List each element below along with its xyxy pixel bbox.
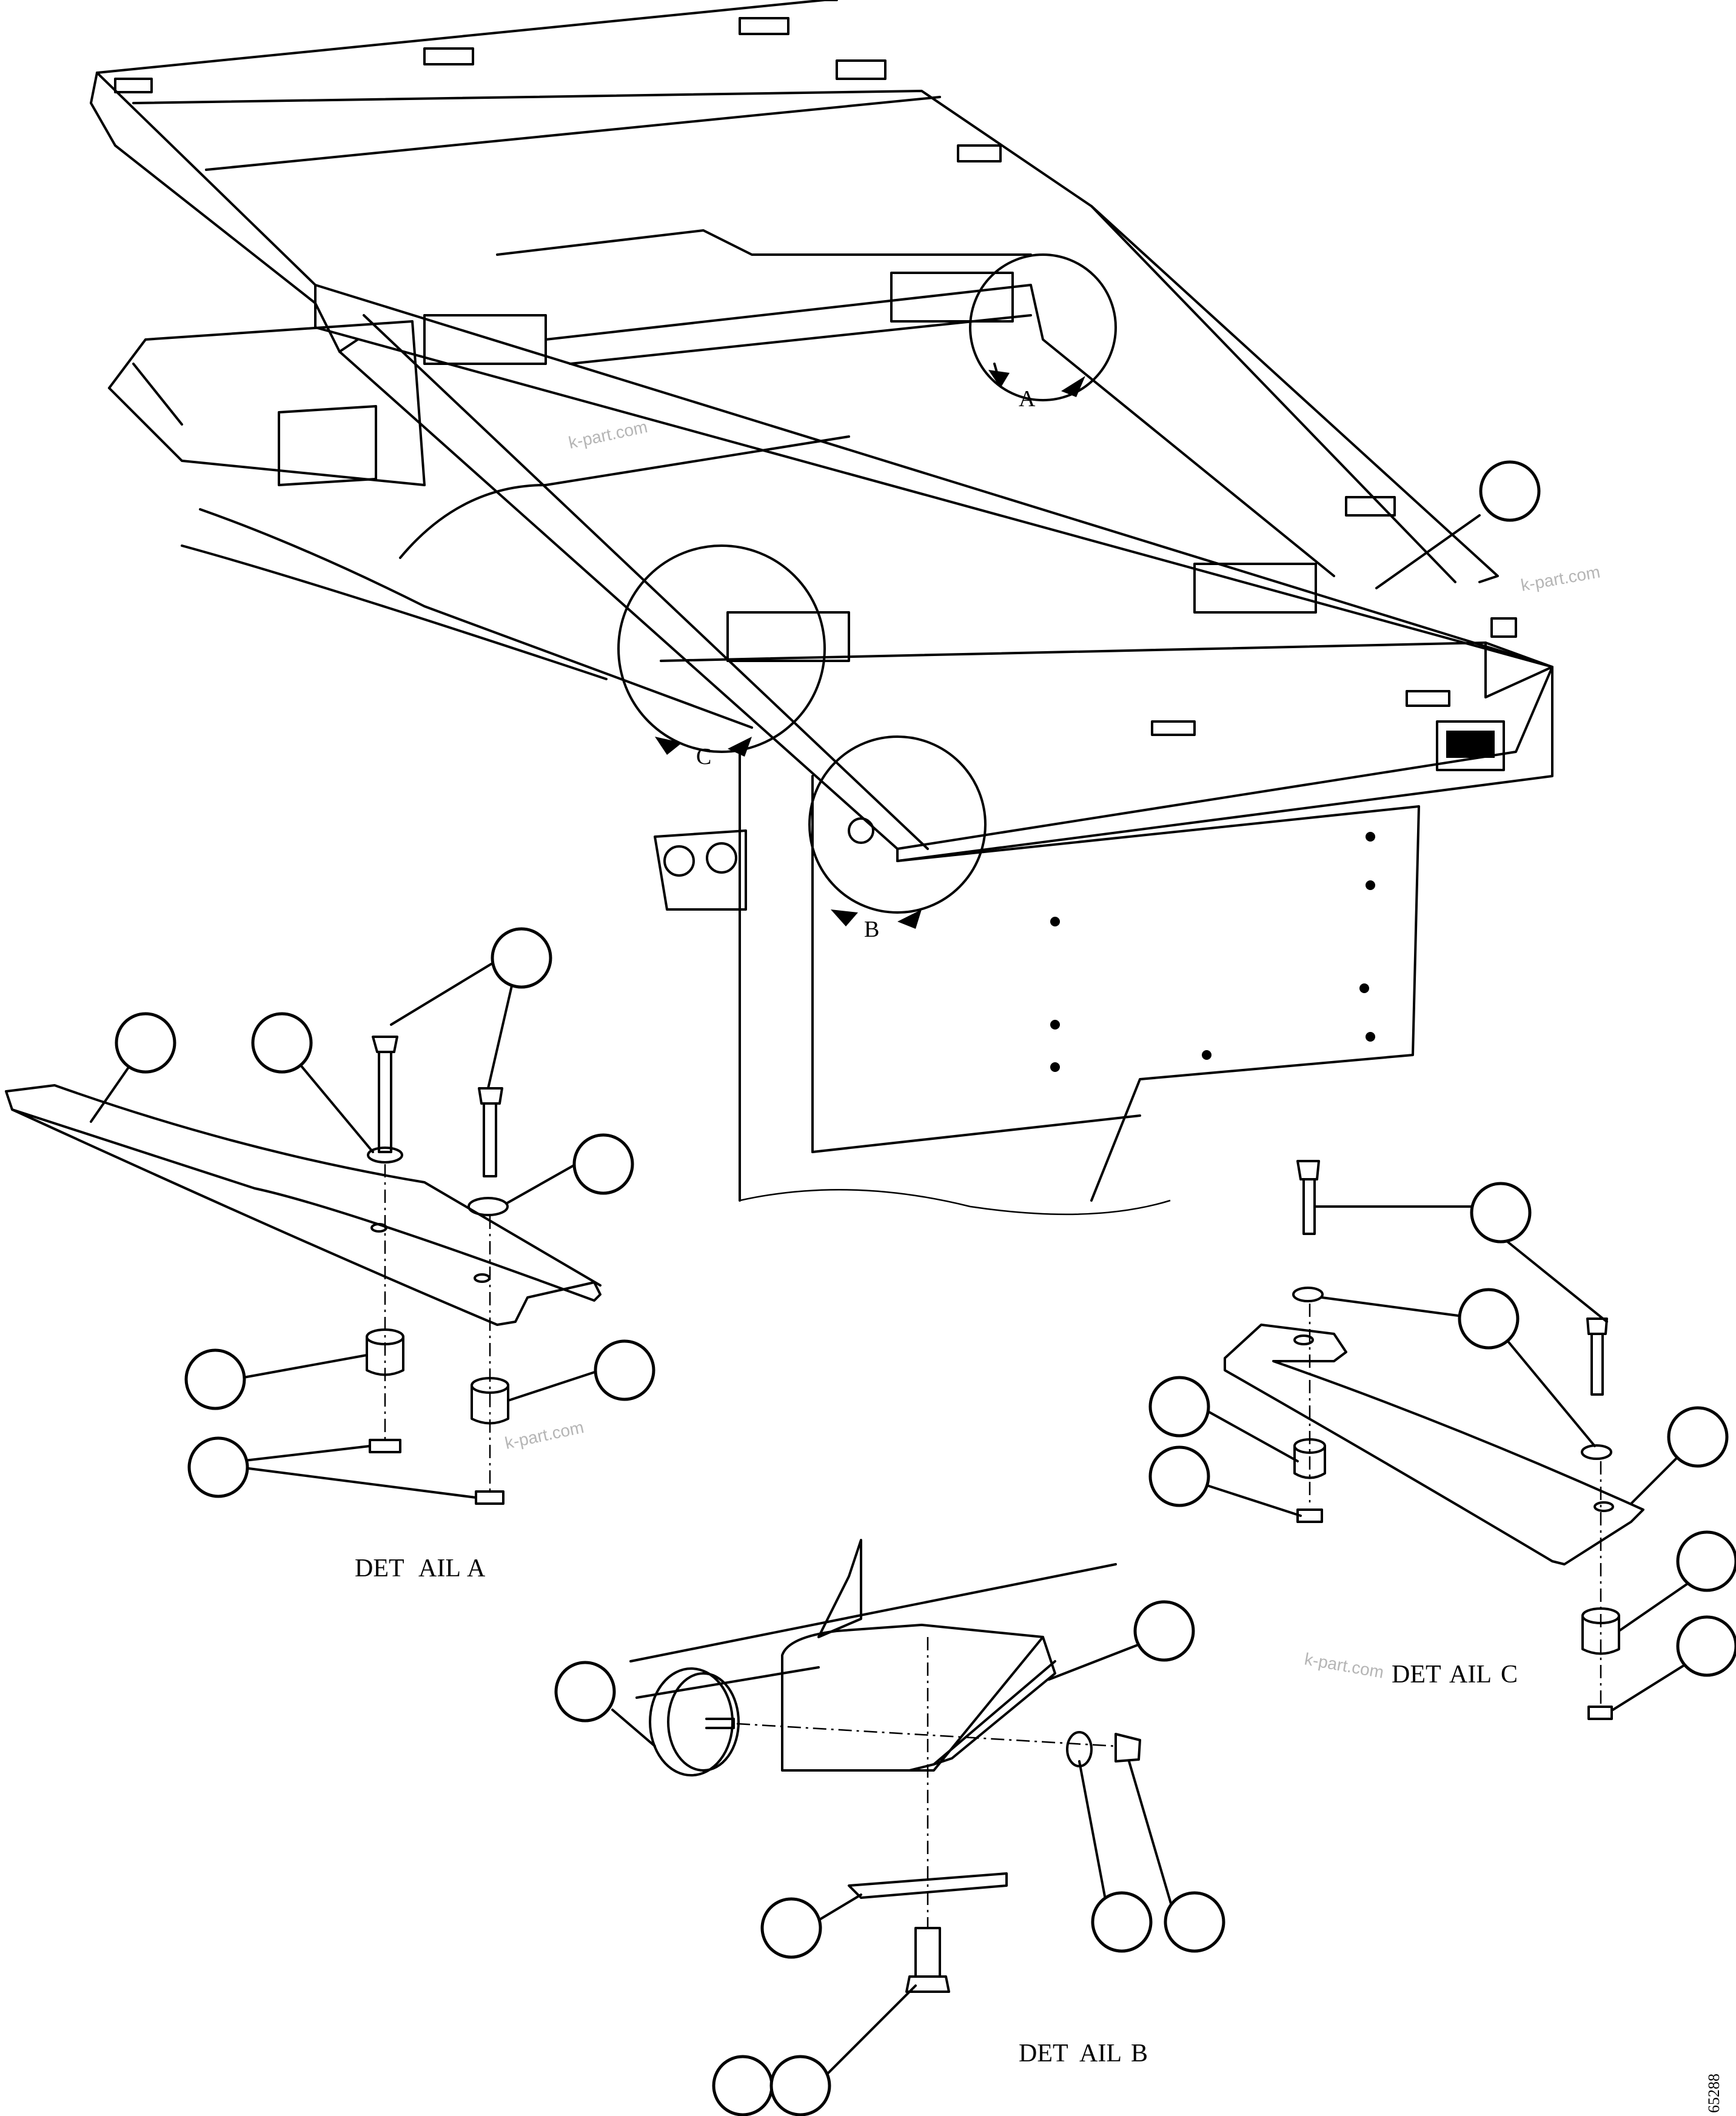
detail-a-title-det: DET: [355, 1555, 404, 1582]
detail-c-title-det: DET: [1392, 1661, 1441, 1689]
watermark-2: k-part.com: [1520, 562, 1602, 594]
detail-a-title-ail: AIL: [418, 1555, 461, 1582]
detail-b-title-det: DET: [1019, 2040, 1068, 2067]
detail-b-title-letter: B: [1131, 2040, 1148, 2067]
detail-b-exploded-view: DET AIL B: [554, 1539, 1225, 2116]
detail-circle-c: C: [617, 544, 826, 769]
detail-c-title-ail: AIL: [1449, 1661, 1492, 1689]
detail-b-title-ail: AIL: [1079, 2040, 1122, 2067]
watermark-3: k-part.com: [503, 1418, 586, 1453]
main-assembly-callout: [1375, 460, 1541, 589]
detail-c-exploded-view: DET AIL C: [1148, 1160, 1736, 1720]
detail-c-label: C: [696, 744, 711, 769]
drawing-number: 65288: [1705, 2074, 1723, 2113]
detail-c-title-letter: C: [1501, 1661, 1518, 1689]
roof-frame-assembly: [90, 0, 1553, 1216]
detail-a-label: A: [1019, 386, 1036, 412]
detail-circle-b: B: [808, 735, 987, 942]
watermark-1: k-part.com: [567, 417, 649, 452]
detail-circle-a: A: [969, 253, 1117, 412]
detail-b-label: B: [864, 917, 879, 942]
watermark-4: k-part.com: [1303, 1649, 1386, 1681]
detail-a-exploded-view: DET AIL A: [5, 927, 655, 1582]
detail-a-title-letter: A: [467, 1555, 486, 1582]
